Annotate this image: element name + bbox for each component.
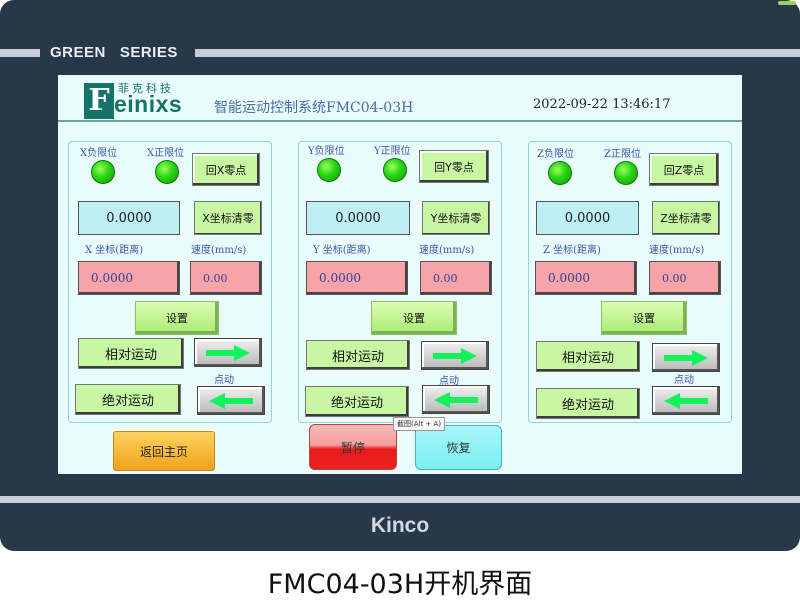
z-pos-limit-label: Z正限位 xyxy=(604,149,641,160)
series-label: GREEN SERIES xyxy=(50,44,178,61)
x-pos-limit-lamp xyxy=(155,160,179,184)
arrow-right-icon xyxy=(206,344,250,361)
screenshot-tooltip: 截图(Alt + A) xyxy=(393,417,446,431)
datetime-display: 2022-09-22 13:46:17 xyxy=(533,97,671,112)
x-coord-value: 0.0000 xyxy=(78,201,180,235)
z-jog-forward-button[interactable] xyxy=(652,343,720,372)
z-jog-backward-button[interactable] xyxy=(652,386,720,415)
bezel-stripe-left xyxy=(0,49,40,57)
y-coord-label: Y 坐标(距离) xyxy=(313,245,371,256)
z-coord-label: Z 坐标(距离) xyxy=(543,245,601,256)
z-jog-label: 点动 xyxy=(674,375,694,386)
y-coord-input[interactable]: 0.0000 xyxy=(306,261,408,295)
logo-text: einixs xyxy=(114,91,183,117)
y-speed-label: 速度(mm/s) xyxy=(419,245,475,256)
y-set-button[interactable]: 设置 xyxy=(371,301,457,335)
y-jog-forward-button[interactable] xyxy=(421,341,489,370)
pause-button[interactable]: 暂停 xyxy=(309,424,397,470)
y-jog-backward-button[interactable] xyxy=(422,385,490,414)
logo-mark: F xyxy=(84,83,114,119)
x-jog-label: 点动 xyxy=(214,375,234,386)
y-pos-limit-lamp xyxy=(383,158,407,182)
y-relative-move-button[interactable]: 相对运动 xyxy=(306,340,410,370)
arrow-left-icon xyxy=(664,392,708,409)
arrow-left-icon xyxy=(209,392,253,409)
z-absolute-move-button[interactable]: 绝对运动 xyxy=(536,388,640,419)
status-indicator xyxy=(778,1,796,5)
z-coord-input[interactable]: 0.0000 xyxy=(535,261,637,295)
y-coord-value: 0.0000 xyxy=(306,201,410,235)
system-title: 智能运动控制系统FMC04-03H xyxy=(214,100,414,116)
arrow-left-icon xyxy=(434,391,478,408)
x-coord-input[interactable]: 0.0000 xyxy=(78,261,180,295)
x-jog-backward-button[interactable] xyxy=(197,386,265,415)
z-neg-limit-lamp xyxy=(548,161,572,185)
x-speed-label: 速度(mm/s) xyxy=(191,245,247,256)
arrow-right-icon xyxy=(433,347,477,364)
z-speed-input[interactable]: 0.00 xyxy=(649,261,721,295)
brand-logo: Kinco xyxy=(370,514,430,537)
bezel-stripe-bottom xyxy=(0,496,800,503)
y-clear-button[interactable]: Y坐标清零 xyxy=(422,201,490,235)
z-home-button[interactable]: 回Z零点 xyxy=(649,153,719,186)
z-axis-panel: Z负限位 Z正限位 回Z零点 0.0000 Z坐标清零 Z 坐标(距离) 速度(… xyxy=(528,141,732,423)
y-neg-limit-lamp xyxy=(317,158,341,182)
y-neg-limit-label: Y负限位 xyxy=(308,146,345,157)
y-pos-limit-label: Y正限位 xyxy=(374,146,411,157)
z-speed-label: 速度(mm/s) xyxy=(649,245,705,256)
z-neg-limit-label: Z负限位 xyxy=(537,149,574,160)
x-axis-panel: X负限位 X正限位 回X零点 0.0000 X坐标清零 X 坐标(距离) 速度(… xyxy=(68,141,272,423)
x-speed-input[interactable]: 0.00 xyxy=(190,261,262,295)
x-coord-label: X 坐标(距离) xyxy=(85,245,144,256)
x-home-button[interactable]: 回X零点 xyxy=(192,153,260,186)
z-pos-limit-lamp xyxy=(614,161,638,185)
x-jog-forward-button[interactable] xyxy=(194,338,262,367)
y-speed-input[interactable]: 0.00 xyxy=(420,261,492,295)
z-set-button[interactable]: 设置 xyxy=(601,301,687,335)
x-absolute-move-button[interactable]: 绝对运动 xyxy=(75,384,181,415)
z-clear-button[interactable]: Z坐标清零 xyxy=(652,201,720,235)
z-relative-move-button[interactable]: 相对运动 xyxy=(536,341,640,372)
x-relative-move-button[interactable]: 相对运动 xyxy=(78,338,184,369)
return-home-button[interactable]: 返回主页 xyxy=(113,431,215,471)
y-jog-label: 点动 xyxy=(439,376,459,387)
y-axis-panel: Y负限位 Y正限位 回Y零点 0.0000 Y坐标清零 Y 坐标(距离) 速度(… xyxy=(298,141,502,423)
x-neg-limit-label: X负限位 xyxy=(80,148,118,159)
hmi-screen: F einixs 菲克科技 智能运动控制系统FMC04-03H 2022-09-… xyxy=(58,75,742,474)
arrow-right-icon xyxy=(664,349,708,366)
x-neg-limit-lamp xyxy=(91,160,115,184)
x-clear-button[interactable]: X坐标清零 xyxy=(194,201,262,235)
x-pos-limit-label: X正限位 xyxy=(147,148,185,159)
z-coord-value: 0.0000 xyxy=(536,201,639,235)
bezel-stripe-right xyxy=(195,49,800,57)
y-home-button[interactable]: 回Y零点 xyxy=(419,150,489,183)
header-divider xyxy=(58,120,742,122)
logo-cn: 菲克科技 xyxy=(118,82,174,95)
image-caption: FMC04-03H开机界面 xyxy=(267,569,533,600)
x-set-button[interactable]: 设置 xyxy=(135,301,219,335)
resume-button[interactable]: 恢复 xyxy=(415,425,502,470)
y-absolute-move-button[interactable]: 绝对运动 xyxy=(305,386,409,417)
